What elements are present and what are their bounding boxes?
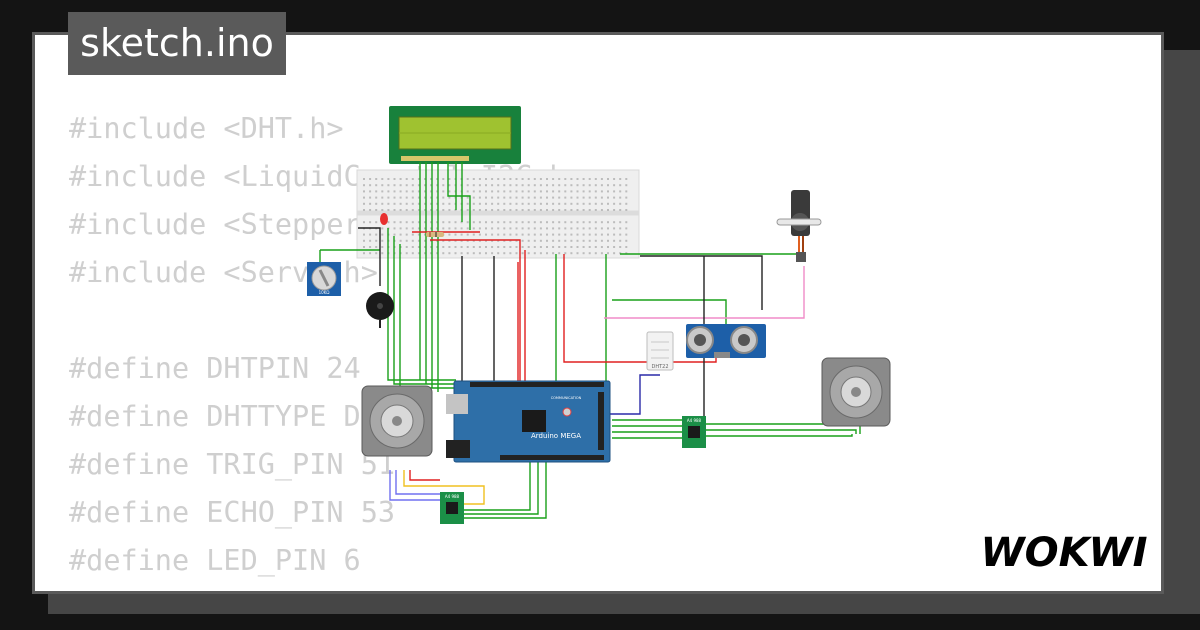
breadboard-holes [363,178,628,255]
file-tab[interactable]: sketch.ino [68,12,286,75]
stepper-driver-right[interactable]: A4 988 [682,416,706,448]
wokwi-logo[interactable]: WOKWI [978,528,1150,576]
lcd-display[interactable] [389,106,521,164]
led-indicator [380,213,388,225]
potentiometer-label: 10KΩ [319,290,330,295]
mega-label: Arduino MEGA [531,432,581,440]
servo-motor[interactable] [776,190,822,262]
code-line: #define DHTPIN 24 [69,352,361,385]
file-tab-label: sketch.ino [80,21,274,65]
wokwi-logo-text: WOKWI [980,530,1147,576]
stepper-motor-left[interactable] [361,385,433,457]
buzzer [366,292,394,328]
mega-small-label: COMMUNICATION [551,396,582,400]
code-line: #include <Servo.h> [69,256,378,289]
potentiometer[interactable] [307,262,341,296]
ultrasonic-sensor[interactable] [686,324,766,358]
driver-label-bottom: A4 988 [445,494,460,499]
dht-sensor[interactable]: DHT22 [646,331,674,371]
dht-label: DHT22 [651,364,668,370]
resistor [426,232,444,237]
preview-card: #include <DHT.h>#include <LiquidCrystal_… [32,32,1164,594]
code-line: #define LED_PIN 6 [69,544,361,577]
stepper-driver-bottom[interactable]: A4 988 [440,492,464,524]
code-line: #include <DHT.h> [69,112,344,145]
stepper-motor-right[interactable] [821,357,891,427]
code-line: #define ECHO_PIN 53 [69,496,396,529]
driver-label-right: A4 988 [687,418,702,423]
code-line: #define TRIG_PIN 51 [69,448,396,481]
arduino-mega-board[interactable]: Arduino MEGA COMMUNICATION [446,380,611,463]
